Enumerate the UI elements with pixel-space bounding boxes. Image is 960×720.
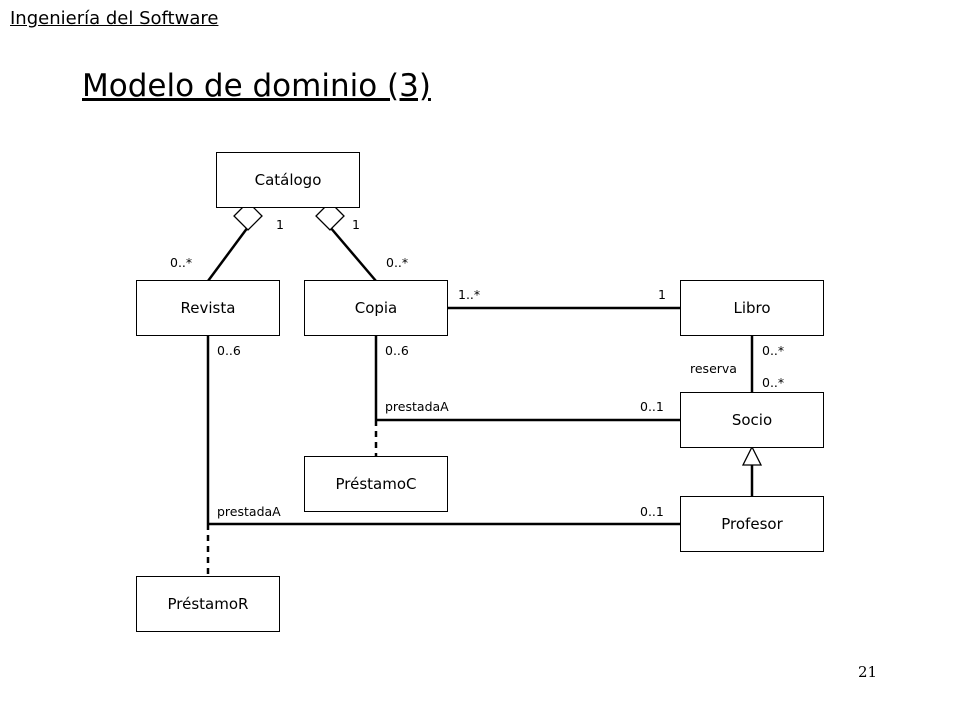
- mult-copia-libro-libro: 1: [658, 287, 666, 302]
- edge-catalogo-copia: [329, 226, 377, 282]
- mult-catalogo-revista-catalogo: 1: [276, 217, 284, 232]
- mult-catalogo-copia-catalogo: 1: [352, 217, 360, 232]
- class-libro: Libro: [680, 280, 824, 336]
- mult-revista-profesor-profesor: 0..1: [640, 504, 664, 519]
- mult-catalogo-copia-copia: 0..*: [386, 255, 409, 270]
- mult-libro-socio-libro: 0..*: [762, 343, 785, 358]
- assoc-name-reserva: reserva: [690, 361, 737, 376]
- class-socio: Socio: [680, 392, 824, 448]
- assoc-name-prestadaA-copia: prestadaA: [385, 399, 449, 414]
- mult-copia-socio-socio: 0..1: [640, 399, 664, 414]
- aggregation-diamond-copia: [315, 201, 345, 231]
- class-revista: Revista: [136, 280, 280, 336]
- class-prestamoR: PréstamoR: [136, 576, 280, 632]
- mult-copia-libro-copia: 1..*: [458, 287, 481, 302]
- assoc-name-prestadaA-revista: prestadaA: [217, 504, 281, 519]
- mult-copia-socio-copia: 0..6: [385, 343, 409, 358]
- mult-catalogo-revista-revista: 0..*: [170, 255, 193, 270]
- class-prestamoC: PréstamoC: [304, 456, 448, 512]
- class-catalogo: Catálogo: [216, 152, 360, 208]
- aggregation-diamond-revista: [233, 201, 263, 231]
- edge-catalogo-revista: [206, 226, 250, 282]
- slide-title: Modelo de dominio (3): [82, 68, 431, 104]
- page-number: 21: [858, 663, 878, 681]
- course-header: Ingeniería del Software: [10, 8, 219, 29]
- mult-revista-profesor-revista: 0..6: [217, 343, 241, 358]
- class-copia: Copia: [304, 280, 448, 336]
- generalization-triangle: [741, 445, 763, 466]
- class-profesor: Profesor: [680, 496, 824, 552]
- mult-libro-socio-socio: 0..*: [762, 375, 785, 390]
